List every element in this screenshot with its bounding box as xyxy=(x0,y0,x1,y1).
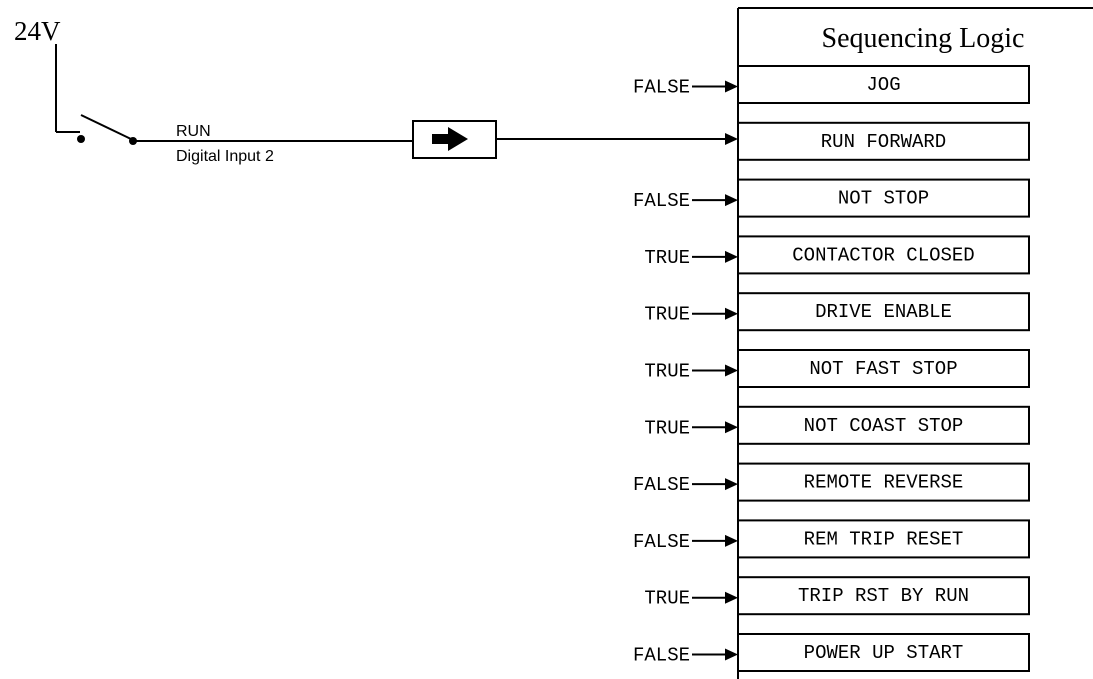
input-port-box xyxy=(737,121,1030,161)
input-port-label: RUN FORWARD xyxy=(821,131,946,153)
supply-voltage-label: 24V xyxy=(14,16,61,46)
input-port-value: FALSE xyxy=(633,474,690,496)
input-port: REM TRIP RESET FALSE xyxy=(633,519,1030,559)
input-port-label: NOT STOP xyxy=(838,188,929,210)
input-port-value: TRUE xyxy=(644,361,690,383)
input-port-arrowhead xyxy=(725,478,738,491)
switch-name-label: RUN xyxy=(176,123,211,140)
input-port-label: NOT COAST STOP xyxy=(804,415,964,437)
sequencing-block-title: Sequencing Logic xyxy=(822,23,1025,54)
input-port-arrowhead xyxy=(725,250,738,263)
input-port-value: TRUE xyxy=(644,247,690,269)
input-port-arrowhead xyxy=(725,307,738,320)
input-port: REMOTE REVERSE FALSE xyxy=(633,462,1030,502)
input-port: NOT FAST STOP TRUE xyxy=(644,349,1030,388)
input-port-value: FALSE xyxy=(633,645,690,667)
input-port-box xyxy=(737,405,1030,445)
input-port-value: TRUE xyxy=(644,304,690,326)
run-forward-arrowhead xyxy=(725,133,738,145)
input-port-arrowhead xyxy=(725,534,738,547)
input-port: NOT STOP FALSE xyxy=(633,178,1030,218)
input-port-arrowhead xyxy=(725,591,738,604)
input-port-label: TRIP RST BY RUN xyxy=(798,585,969,607)
switch-left-contact xyxy=(77,135,85,143)
input-port-label: DRIVE ENABLE xyxy=(815,301,952,323)
input-port-label: JOG xyxy=(866,74,900,96)
input-port-label: NOT FAST STOP xyxy=(809,358,957,380)
input-port-arrowhead xyxy=(725,194,738,207)
input-port: JOG FALSE xyxy=(633,65,1030,104)
input-port-box xyxy=(737,349,1030,388)
right-arrow-icon xyxy=(432,127,468,151)
input-port-arrowhead xyxy=(725,421,738,434)
input-port-label: CONTACTOR CLOSED xyxy=(792,244,974,266)
input-port-arrowhead xyxy=(725,80,738,93)
input-port: POWER UP START FALSE xyxy=(633,633,1030,672)
input-port-value: FALSE xyxy=(633,190,690,212)
input-port-box xyxy=(737,178,1030,218)
input-port-arrowhead xyxy=(725,364,738,377)
input-port-value: TRUE xyxy=(644,588,690,610)
input-port-arrowhead xyxy=(725,648,738,661)
input-port-box xyxy=(737,235,1030,275)
input-port-box xyxy=(737,292,1030,332)
input-port-box xyxy=(737,633,1030,672)
input-port-value: TRUE xyxy=(644,417,690,439)
input-port-label: POWER UP START xyxy=(804,642,964,664)
switch-input-label: Digital Input 2 xyxy=(176,148,274,165)
input-port: CONTACTOR CLOSED TRUE xyxy=(644,235,1030,275)
input-port: NOT COAST STOP TRUE xyxy=(644,405,1030,445)
input-port-value: FALSE xyxy=(633,77,690,99)
input-port-box xyxy=(737,519,1030,559)
switch-blade xyxy=(80,114,132,140)
input-ports: JOG FALSE RUN FORWARD NOT STOP FALSE CONTACTO… xyxy=(633,65,1030,672)
input-port-value: FALSE xyxy=(633,531,690,553)
input-port-label: REMOTE REVERSE xyxy=(804,472,964,494)
input-port: TRIP RST BY RUN TRUE xyxy=(644,576,1030,616)
input-port-box xyxy=(737,462,1030,502)
input-port-box xyxy=(737,576,1030,616)
input-port-box xyxy=(737,65,1030,104)
input-port: RUN FORWARD xyxy=(737,121,1030,161)
input-port-label: REM TRIP RESET xyxy=(804,528,964,550)
input-port: DRIVE ENABLE TRUE xyxy=(644,292,1030,332)
